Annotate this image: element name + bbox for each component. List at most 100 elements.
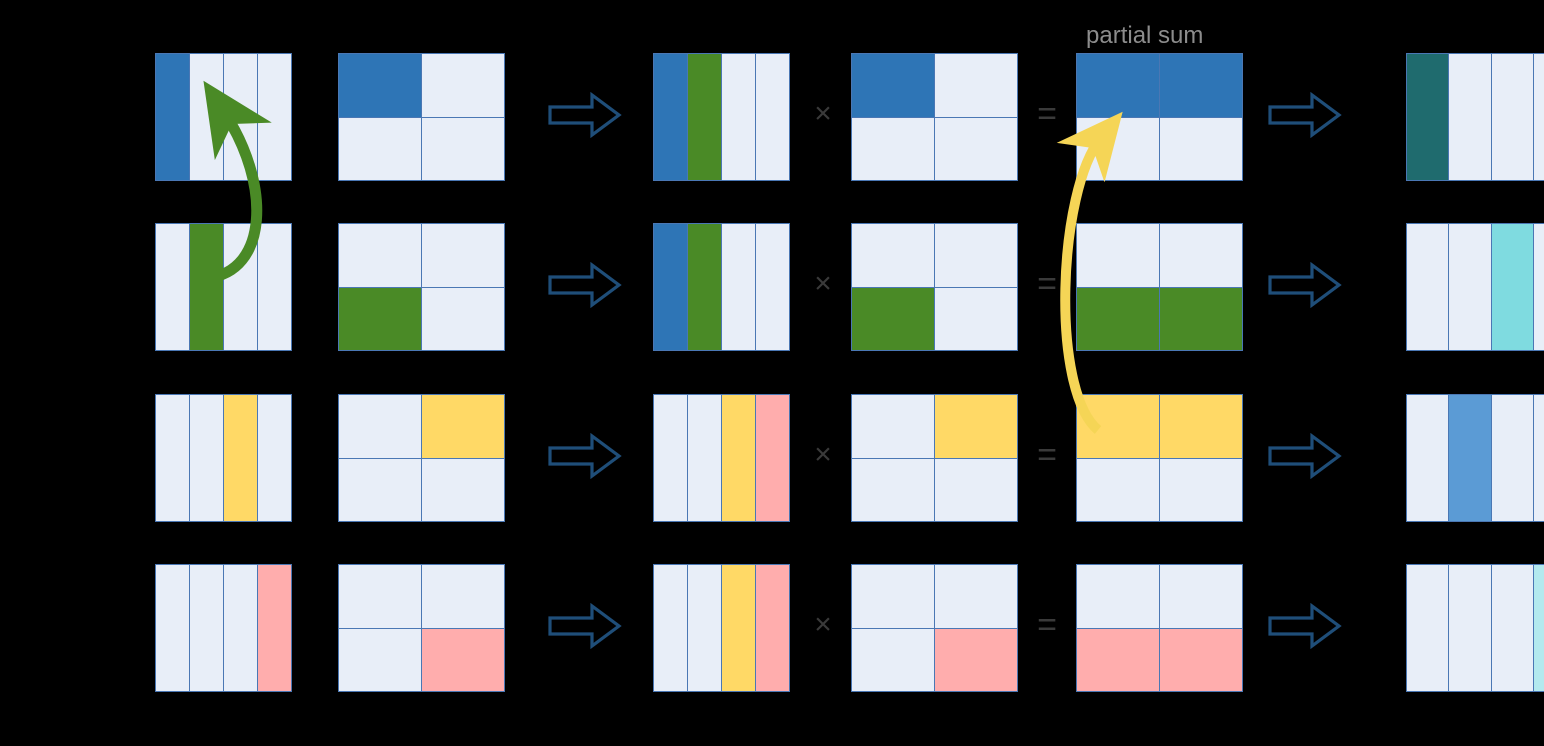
matrix-cell bbox=[654, 224, 687, 350]
matrix-column bbox=[1449, 395, 1492, 521]
matrix-cell bbox=[1160, 565, 1242, 629]
matrix-cell bbox=[654, 565, 687, 691]
matrix-column bbox=[258, 54, 291, 180]
matrix-cell bbox=[422, 54, 504, 118]
row-3-input-vector bbox=[155, 394, 292, 522]
matrix-cell bbox=[1407, 54, 1449, 180]
matrix-cell bbox=[224, 54, 257, 180]
row-3-accumulated-input-vector bbox=[653, 394, 790, 522]
row-1-multiply-operator: × bbox=[814, 97, 832, 130]
matrix-cell bbox=[935, 628, 1017, 691]
matrix-cell bbox=[339, 395, 421, 459]
matrix-cell bbox=[190, 224, 223, 350]
matrix-cell bbox=[339, 287, 421, 350]
matrix-column bbox=[654, 224, 688, 350]
row-4-input-vector bbox=[155, 564, 292, 692]
matrix-cell bbox=[688, 395, 721, 521]
matrix-column bbox=[1077, 224, 1160, 350]
matrix-column bbox=[688, 395, 722, 521]
matrix-column bbox=[654, 565, 688, 691]
matrix-cell bbox=[422, 565, 504, 629]
matrix-column bbox=[1160, 54, 1242, 180]
matrix-cell bbox=[852, 54, 934, 118]
matrix-cell bbox=[935, 224, 1017, 288]
matrix-column bbox=[1491, 395, 1534, 521]
row-2-equals-operator: = bbox=[1037, 265, 1057, 303]
matrix-cell bbox=[756, 224, 789, 350]
matrix-cell bbox=[1491, 224, 1533, 350]
row-2-output-vector bbox=[1406, 223, 1544, 351]
matrix-cell bbox=[852, 287, 934, 350]
matrix-column bbox=[1449, 565, 1492, 691]
matrix-cell bbox=[1077, 54, 1159, 118]
matrix-column bbox=[1491, 54, 1534, 180]
matrix-cell bbox=[258, 224, 291, 350]
matrix-cell bbox=[852, 565, 934, 629]
matrix-column bbox=[1077, 54, 1160, 180]
matrix-cell bbox=[258, 54, 291, 180]
row-4-partial-sum-matrix bbox=[1076, 564, 1243, 692]
matrix-cell bbox=[722, 54, 755, 180]
matrix-cell bbox=[1449, 54, 1491, 180]
matrix-cell bbox=[258, 395, 291, 521]
matrix-cell bbox=[1533, 395, 1544, 521]
matrix-cell bbox=[422, 458, 504, 521]
matrix-cell bbox=[339, 54, 421, 118]
matrix-cell bbox=[1160, 395, 1242, 459]
matrix-cell bbox=[190, 54, 223, 180]
matrix-column bbox=[224, 395, 258, 521]
row-4-multiply-operator: × bbox=[814, 608, 832, 641]
matrix-column bbox=[935, 224, 1017, 350]
matrix-column bbox=[654, 395, 688, 521]
matrix-cell bbox=[156, 224, 189, 350]
row-4-flow-arrow-left bbox=[548, 603, 622, 649]
matrix-cell bbox=[722, 224, 755, 350]
matrix-cell bbox=[1160, 458, 1242, 521]
matrix-cell bbox=[688, 54, 721, 180]
matrix-column bbox=[722, 395, 756, 521]
matrix-cell bbox=[422, 224, 504, 288]
matrix-cell bbox=[156, 565, 189, 691]
matrix-cell bbox=[422, 395, 504, 459]
matrix-cell bbox=[935, 117, 1017, 180]
matrix-column bbox=[1533, 224, 1544, 350]
matrix-cell bbox=[688, 565, 721, 691]
matrix-column bbox=[190, 54, 224, 180]
matrix-cell bbox=[1407, 565, 1449, 691]
matrix-cell bbox=[1449, 224, 1491, 350]
matrix-column bbox=[1491, 224, 1534, 350]
matrix-cell bbox=[339, 628, 421, 691]
matrix-cell bbox=[422, 287, 504, 350]
matrix-cell bbox=[422, 628, 504, 691]
matrix-cell bbox=[339, 224, 421, 288]
matrix-column bbox=[1449, 54, 1492, 180]
matrix-cell bbox=[1407, 224, 1449, 350]
row-2-accumulated-input-vector bbox=[653, 223, 790, 351]
matrix-column bbox=[258, 224, 291, 350]
matrix-cell bbox=[224, 565, 257, 691]
matrix-cell bbox=[1077, 117, 1159, 180]
matrix-cell bbox=[1533, 54, 1544, 180]
row-3-flow-arrow-left bbox=[548, 433, 622, 479]
matrix-column bbox=[190, 565, 224, 691]
matrix-cell bbox=[852, 224, 934, 288]
matrix-column bbox=[1407, 54, 1450, 180]
matrix-column bbox=[339, 565, 422, 691]
matrix-cell bbox=[1077, 395, 1159, 459]
matrix-cell bbox=[654, 54, 687, 180]
row-4-weight-matrix bbox=[338, 564, 505, 692]
matrix-column bbox=[722, 224, 756, 350]
row-3-weight-matrix bbox=[338, 394, 505, 522]
matrix-cell bbox=[1491, 565, 1533, 691]
row-2-flow-arrow-left bbox=[548, 262, 622, 308]
matrix-column bbox=[1077, 565, 1160, 691]
matrix-cell bbox=[190, 395, 223, 521]
matrix-column bbox=[156, 54, 190, 180]
row-1-flow-arrow-right bbox=[1268, 92, 1342, 138]
matrix-cell bbox=[1077, 458, 1159, 521]
matrix-column bbox=[756, 224, 789, 350]
matrix-column bbox=[756, 54, 789, 180]
matrix-cell bbox=[935, 54, 1017, 118]
matrix-cell bbox=[1160, 117, 1242, 180]
